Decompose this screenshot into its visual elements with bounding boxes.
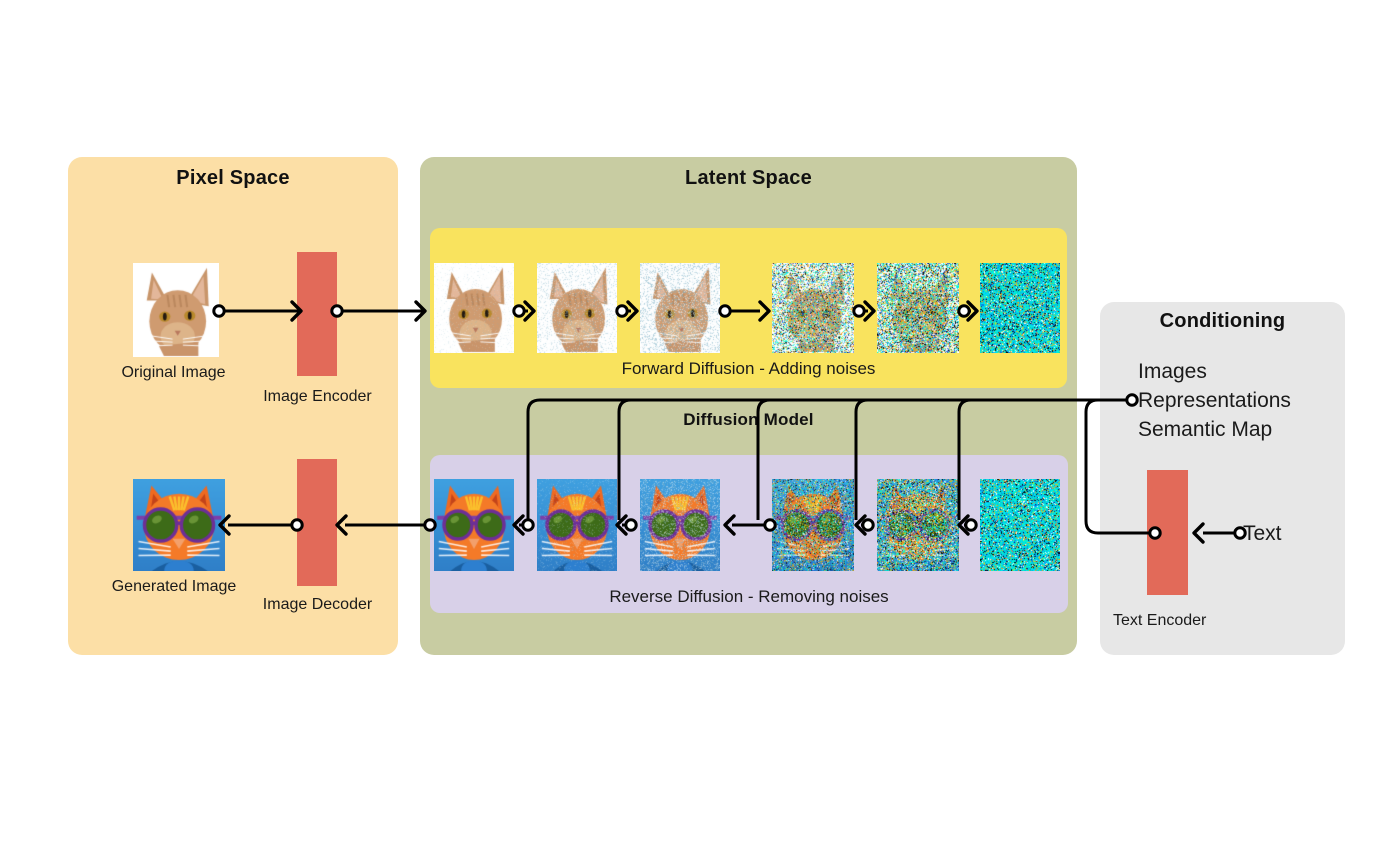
image-encoder-label: Image Encoder — [263, 388, 372, 405]
conditioning-title: Conditioning — [1159, 310, 1286, 332]
latent-space-title: Latent Space — [685, 167, 812, 189]
conditioning-line-images: Images — [1138, 360, 1207, 383]
text-encoder-label: Text Encoder — [1113, 612, 1207, 629]
image-encoder-block — [297, 252, 337, 376]
forward-step-2-thumbnail — [537, 263, 617, 353]
text-encoder-block — [1147, 470, 1188, 595]
original-image-label: Original Image — [121, 364, 226, 381]
reverse-step-1-thumbnail — [434, 479, 514, 571]
conditioning-panel — [1100, 302, 1345, 655]
reverse-step-4-thumbnail — [772, 479, 854, 571]
reverse-step-5-thumbnail — [877, 479, 959, 571]
conditioning-line-representations: Representations — [1138, 389, 1291, 412]
pixel-space-title: Pixel Space — [176, 167, 290, 189]
forward-step-1-thumbnail — [434, 263, 514, 353]
forward-step-5-thumbnail — [877, 263, 959, 353]
diffusion-model-title: Diffusion Model — [683, 410, 814, 429]
reverse-diffusion-caption: Reverse Diffusion - Removing noises — [609, 587, 889, 606]
forward-step-6-thumbnail — [980, 263, 1060, 353]
forward-diffusion-caption: Forward Diffusion - Adding noises — [621, 359, 876, 378]
reverse-step-2-thumbnail — [537, 479, 617, 571]
conditioning-line-semantic-map: Semantic Map — [1138, 418, 1273, 441]
forward-step-3-thumbnail — [640, 263, 720, 353]
text-input-label: Text — [1243, 522, 1282, 545]
original-image-thumbnail — [133, 263, 219, 357]
image-decoder-block — [297, 459, 337, 586]
pixel-space-panel — [68, 157, 398, 655]
reverse-step-3-thumbnail — [640, 479, 720, 571]
image-decoder-label: Image Decoder — [262, 596, 373, 613]
reverse-step-6-thumbnail — [980, 479, 1060, 571]
forward-step-4-thumbnail — [772, 263, 854, 353]
generated-image-label: Generated Image — [111, 578, 237, 595]
generated-image-thumbnail — [133, 479, 225, 571]
